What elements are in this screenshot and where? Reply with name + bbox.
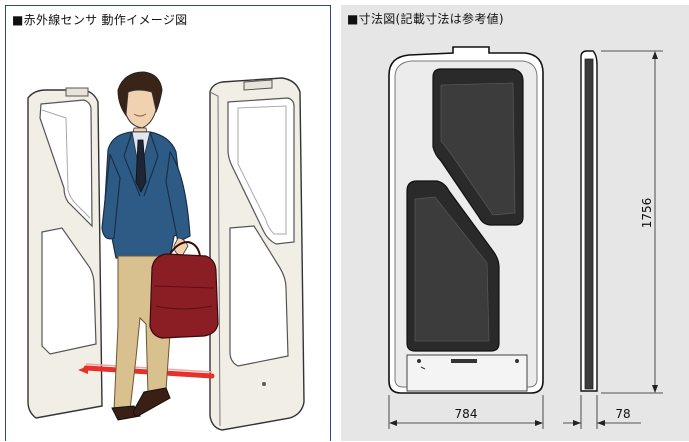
- width-dimension-label: 784: [455, 407, 478, 421]
- person-figure: [101, 71, 219, 421]
- dimension-caption: ■寸法図(記載寸法は参考値): [347, 12, 504, 26]
- left-gate-panel: [27, 87, 103, 419]
- right-gate-panel: [209, 77, 305, 431]
- height-dimension-label: 1756: [640, 198, 654, 229]
- height-dimension: [601, 50, 663, 394]
- dimension-drawing: 1756 784 78: [388, 46, 663, 429]
- front-view-outline: [388, 46, 544, 394]
- operation-illustration-panel: ■赤外線センサ 動作イメージ図: [5, 5, 331, 441]
- depth-dimension: [563, 395, 641, 429]
- operation-caption: ■赤外線センサ 動作イメージ図: [12, 13, 188, 27]
- dimension-drawing-panel: ■寸法図(記載寸法は参考値): [341, 5, 689, 441]
- width-dimension: [388, 395, 544, 429]
- depth-dimension-label: 78: [615, 407, 630, 421]
- operation-illustration: [27, 71, 305, 431]
- side-view-outline: [580, 50, 598, 392]
